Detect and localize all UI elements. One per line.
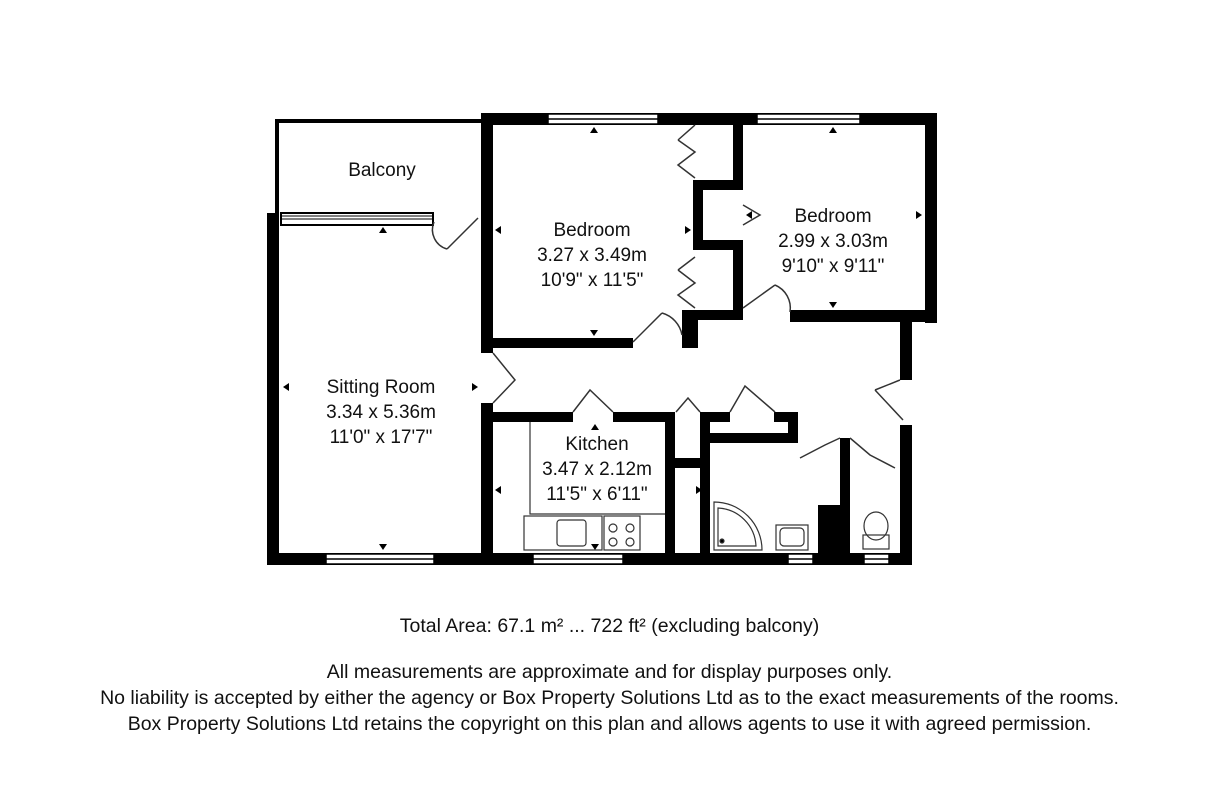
bedroom2-metric: 2.99 x 3.03m [778, 231, 888, 252]
door-swings [492, 124, 904, 469]
disclaimer-line-3: Box Property Solutions Ltd retains the c… [127, 713, 1092, 735]
kitchen-worktop [523, 422, 665, 551]
bedroom2-name: Bedroom [794, 206, 871, 227]
floor-plan: Balcony Bedroom 3.27 x 3.49m 10'9" x 11'… [267, 113, 937, 565]
bathroom-fixtures [713, 501, 890, 551]
balcony-label: Balcony [348, 160, 416, 181]
bedroom2-imperial: 9'10" x 9'11" [782, 256, 885, 277]
disclaimer-line-1: All measurements are approximate and for… [326, 661, 893, 683]
bedroom1-name: Bedroom [553, 220, 630, 241]
disclaimer-line-2: No liability is accepted by either the a… [100, 687, 1119, 709]
sitting-room-imperial: 11'0" x 17'7" [330, 427, 433, 448]
bedroom1-imperial: 10'9" x 11'5" [541, 270, 644, 291]
total-area: Total Area: 67.1 m² ... 722 ft² (excludi… [399, 615, 820, 637]
balcony-sliding-door [280, 212, 434, 226]
sitting-room-name: Sitting Room [327, 377, 436, 398]
kitchen-imperial: 11'5" x 6'11" [546, 484, 647, 505]
windows [325, 113, 890, 565]
balcony-outline [275, 119, 484, 214]
dimension-markers [283, 127, 922, 550]
bedroom1-metric: 3.27 x 3.49m [537, 245, 647, 266]
kitchen-metric: 3.47 x 2.12m [542, 459, 652, 480]
balcony-door-swing [431, 217, 479, 250]
kitchen-name: Kitchen [565, 434, 628, 455]
disclaimer: All measurements are approximate and for… [0, 659, 1219, 737]
sitting-room-metric: 3.34 x 5.36m [326, 402, 436, 423]
